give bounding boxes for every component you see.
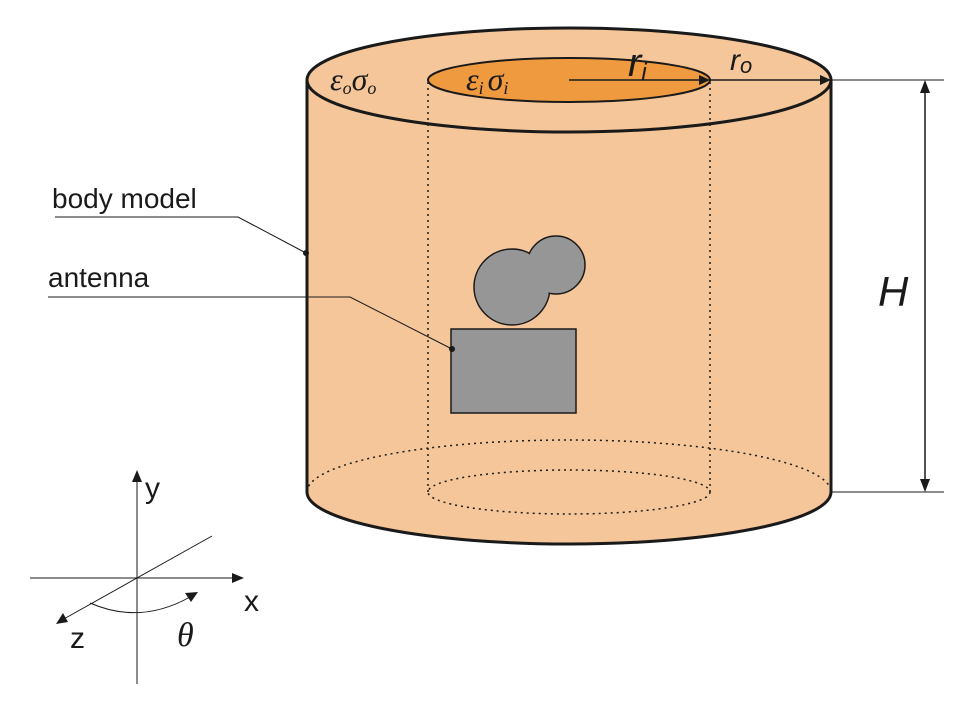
body-model-label: body model — [52, 183, 197, 214]
inner-cylinder-bottom — [427, 469, 711, 515]
antenna-leader — [48, 296, 453, 350]
antenna-leader-dot — [449, 346, 455, 352]
z-axis-arrowhead — [56, 613, 68, 624]
antenna-body — [450, 328, 577, 414]
y-axis-arrowhead — [132, 470, 142, 482]
inner-radius-label: ri — [628, 41, 647, 86]
outer-radius-label: ro — [730, 44, 752, 78]
outer-radius-arrowhead — [820, 75, 831, 85]
theta-arrowhead — [185, 592, 198, 602]
outer-cylinder-body — [307, 80, 831, 544]
antenna-head-overlap — [475, 250, 549, 324]
y-axis-label: y — [145, 472, 160, 505]
theta-label: θ — [177, 617, 194, 654]
x-axis-label: x — [244, 585, 259, 618]
x-axis-arrowhead — [232, 573, 244, 583]
outer-cylinder-bottom-front — [305, 491, 833, 546]
height-arrowhead-bottom — [920, 479, 930, 492]
theta-arc — [89, 596, 191, 614]
height-arrowhead-top — [920, 80, 930, 93]
antenna-label: antenna — [48, 262, 150, 293]
z-axis-label: z — [70, 622, 85, 655]
body-model-leader — [55, 216, 307, 254]
z-axis — [61, 535, 213, 621]
height-label: H — [878, 268, 909, 315]
inner-radius-arrowhead — [699, 75, 710, 85]
outer-material-label: εoσo — [330, 61, 376, 98]
body-model-leader-dot — [303, 250, 309, 256]
